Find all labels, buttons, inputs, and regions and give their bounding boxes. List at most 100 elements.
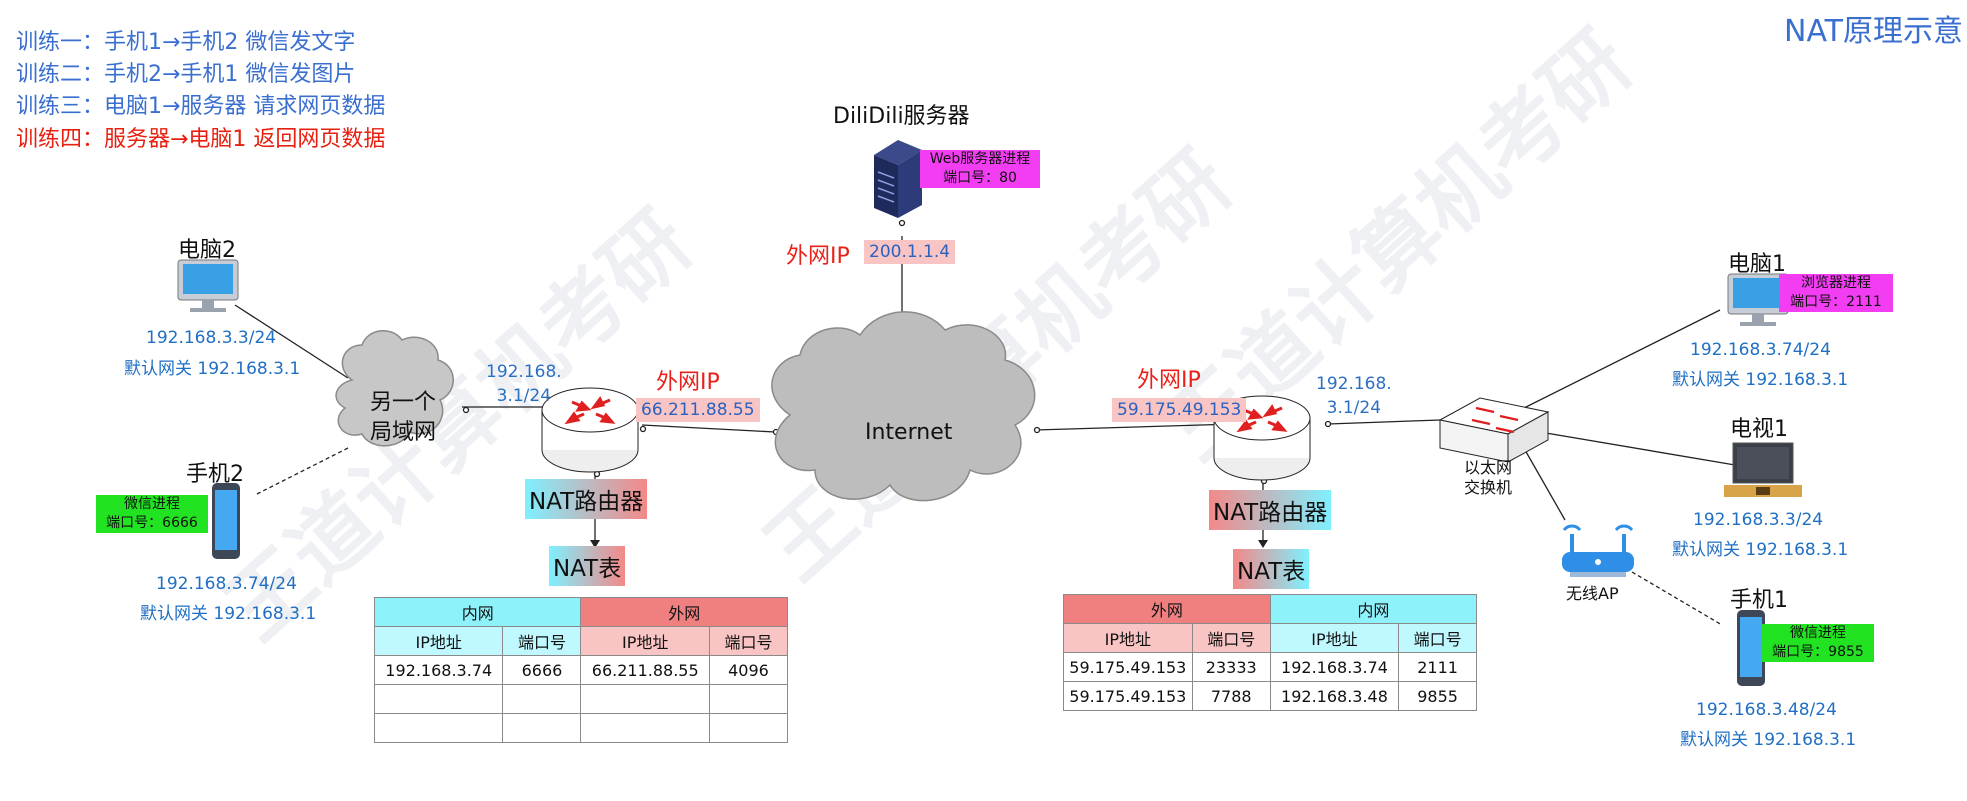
pc1-ip: 192.168.3.74/24 [1690,340,1831,360]
table-cell [708,684,789,714]
column-header: IP地址 [1063,623,1193,653]
table-cell: 59.175.49.153 [1063,652,1193,682]
server-name: DiliDili服务器 [833,104,970,129]
column-header: IP地址 [580,626,710,656]
pc1-name: 电脑1 [1728,252,1786,277]
wireless-links [254,447,1723,626]
table-row: 59.175.49.153 23333 192.168.3.74 2111 [1063,652,1477,682]
phone2-ip: 192.168.3.74/24 [156,574,297,594]
router-wan-label: 外网IP [1137,368,1201,393]
ap-label: 无线AP [1566,584,1619,603]
process-port: 端口号：6666 [106,515,198,531]
computer-icon [177,259,239,312]
internet-label: Internet [865,420,953,445]
nat-table: 外网 内网 IP地址 端口号 IP地址 端口号 59.175.49.153 23… [1063,594,1478,711]
server-ip: 200.1.1.4 [864,240,956,264]
phone2-name: 手机2 [186,462,244,487]
group-header-inner: 内网 [373,597,582,627]
group-header-outer: 外网 [580,597,788,627]
phone1-ip: 192.168.3.48/24 [1696,700,1837,720]
table-row [373,684,789,714]
router-lan-ip: 192.168. 3.1/24 [1316,372,1392,420]
table-cell: 66.211.88.55 [580,655,710,685]
server-process-tag: Web服务器进程 端口号：80 [920,150,1040,188]
nat-table-label: NAT表 [549,546,626,586]
router-icon [541,387,639,473]
server-wan-label: 外网IP [786,244,850,269]
nat-table: 内网 外网 IP地址 端口号 IP地址 端口号 192.168.3.74 666… [373,597,789,743]
column-header: IP地址 [373,626,504,656]
process-port: 端口号：9855 [1772,644,1864,660]
table-cell [373,713,504,743]
column-header: 端口号 [1191,623,1271,653]
table-row: 192.168.3.74 6666 66.211.88.55 4096 [373,655,789,685]
process-port: 端口号：2111 [1790,294,1882,310]
pc2-ip: 192.168.3.3/24 [146,328,277,348]
table-cell: 192.168.3.74 [1269,652,1400,682]
router-wan-ip: 66.211.88.55 [636,398,760,422]
column-header: 端口号 [1398,623,1477,653]
nat-table-label: NAT表 [1233,549,1310,589]
column-header: 端口号 [502,626,582,656]
switch-icon [1438,397,1550,463]
task-1: 训练一：手机1→手机2 微信发文字 [16,30,356,55]
tv-icon [1724,442,1802,497]
process-port: 端口号：80 [943,170,1017,186]
table-cell [502,684,582,714]
table-cell [502,713,582,743]
task-4: 训练四：服务器→电脑1 返回网页数据 [16,127,386,152]
pc1-gateway: 默认网关 192.168.3.1 [1672,370,1849,390]
lan-cloud-label: 另一个 [370,390,437,415]
table-cell: 23333 [1191,652,1271,682]
table-cell: 192.168.3.48 [1269,681,1400,711]
phone-icon [1737,610,1765,686]
phone-icon [212,483,240,559]
phone1-process-tag: 微信进程 端口号：9855 [1762,624,1874,662]
process-name: Web服务器进程 [929,151,1031,167]
table-cell [373,684,504,714]
lan-cloud-label: 局域网 [370,420,437,445]
table-cell: 9855 [1398,681,1477,711]
wireless-ap-icon [1562,524,1634,577]
router-lan-ip: 192.168. 3.1/24 [486,360,562,408]
server-icon [874,140,922,218]
lan-cloud [335,330,454,447]
table-cell: 192.168.3.74 [373,655,504,685]
table-cell: 6666 [502,655,582,685]
task-2: 训练二：手机2→手机1 微信发图片 [16,62,356,87]
switch-label-line: 以太网 [1464,458,1513,477]
column-header: 端口号 [708,626,789,656]
process-name: 微信进程 [1790,625,1846,641]
switch-label: 以太网 交换机 [1464,458,1512,498]
router-wan-ip: 59.175.49.153 [1112,398,1247,422]
tv1-gateway: 默认网关 192.168.3.1 [1672,540,1849,560]
router-wan-label: 外网IP [656,370,720,395]
process-name: 浏览器进程 [1801,275,1871,291]
tv1-name: 电视1 [1730,417,1788,442]
ip-line: 192.168. [1316,374,1392,394]
task-3: 训练三：电脑1→服务器 请求网页数据 [16,94,386,119]
ip-line: 3.1/24 [1326,398,1382,418]
nat-router-label: NAT路由器 [525,479,648,519]
phone2-process-tag: 微信进程 端口号：6666 [96,495,208,533]
table-cell [580,684,710,714]
column-header: IP地址 [1269,623,1400,653]
internet-cloud [771,311,1036,502]
tv1-ip: 192.168.3.3/24 [1693,510,1824,530]
table-row [373,713,789,743]
table-cell: 59.175.49.153 [1063,681,1193,711]
page-title: NAT原理示意 [1784,14,1963,49]
table-cell [580,713,710,743]
group-header-outer: 外网 [1063,594,1271,624]
phone1-name: 手机1 [1730,588,1788,613]
pc2-name: 电脑2 [178,238,236,263]
table-cell [708,713,789,743]
table-cell: 7788 [1191,681,1271,711]
ip-line: 192.168. [486,362,562,382]
phone2-gateway: 默认网关 192.168.3.1 [140,604,317,624]
nat-router-label: NAT路由器 [1209,490,1332,530]
switch-label-line: 交换机 [1464,478,1513,497]
ip-line: 3.1/24 [496,386,552,406]
